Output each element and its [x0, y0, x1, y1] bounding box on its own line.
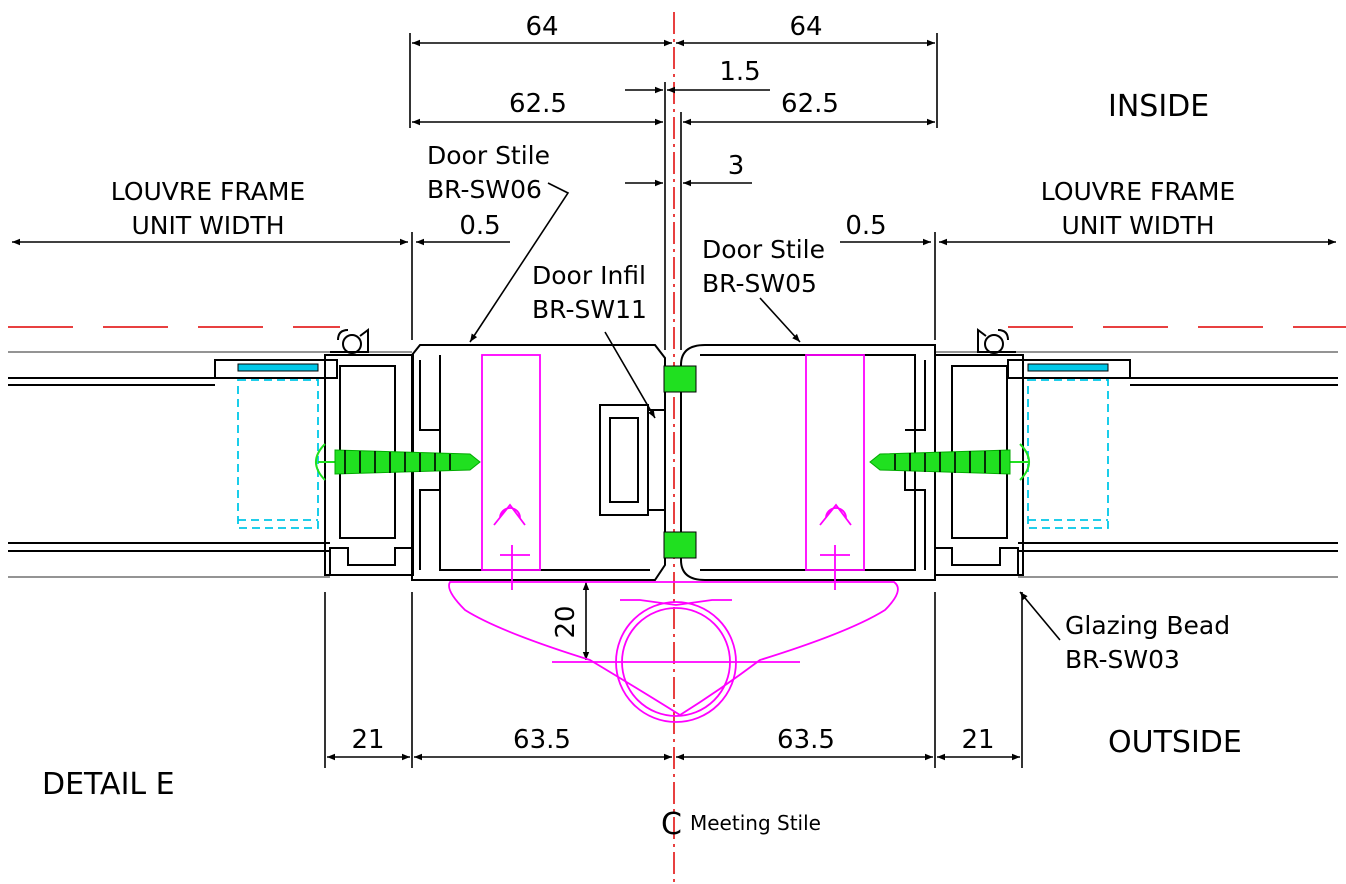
dim-left-62-5: 62.5 — [509, 89, 567, 119]
louvre-right-line1: LOUVRE FRAME — [1041, 177, 1235, 206]
infil-sw11-line1: Door Infil — [532, 261, 646, 290]
dim-top-left-64: 64 — [525, 12, 558, 42]
dim-right-62-5: 62.5 — [781, 89, 839, 119]
louvre-left-line1: LOUVRE FRAME — [111, 177, 305, 206]
dim-left-0-5: 0.5 — [459, 211, 500, 241]
outside-label: OUTSIDE — [1108, 725, 1242, 760]
dim-bottom-left-63-5: 63.5 — [513, 725, 571, 755]
extension-lines — [324, 33, 1023, 768]
left-screw — [315, 443, 481, 481]
centerline-symbol: C — [661, 807, 682, 842]
dim-gap-1-5: 1.5 — [719, 57, 760, 87]
dim-top-right-64: 64 — [789, 12, 822, 42]
pull-handle — [448, 581, 899, 723]
right-screw — [869, 443, 1030, 481]
bead-sw03-line2: BR-SW03 — [1065, 645, 1180, 674]
infil-sw11-line2: BR-SW11 — [532, 295, 647, 324]
bead-sw03-line1: Glazing Bead — [1065, 611, 1230, 640]
louvre-left-line2: UNIT WIDTH — [131, 211, 284, 240]
door-stile-br-sw06 — [411, 344, 666, 590]
stile-sw06-line2: BR-SW06 — [427, 175, 542, 204]
leader-lines — [469, 182, 1061, 641]
dim-bottom-right-21: 21 — [961, 725, 994, 755]
louvre-right-line2: UNIT WIDTH — [1061, 211, 1214, 240]
inside-label: INSIDE — [1108, 89, 1209, 124]
left-louvre-frame — [8, 328, 414, 578]
stile-sw06-line1: Door Stile — [427, 141, 550, 170]
stile-sw05-line2: BR-SW05 — [702, 269, 817, 298]
dim-gap-3: 3 — [728, 151, 745, 181]
dimension-lines — [12, 39, 1336, 761]
dim-bottom-right-63-5: 63.5 — [777, 725, 835, 755]
weather-seals — [663, 365, 697, 559]
dim-right-0-5: 0.5 — [845, 211, 886, 241]
centerline-label: Meeting Stile — [690, 811, 821, 835]
dim-depth-20: 20 — [551, 605, 581, 638]
stile-sw05-line1: Door Stile — [702, 235, 825, 264]
detail-title: DETAIL E — [42, 767, 175, 802]
dim-bottom-left-21: 21 — [351, 725, 384, 755]
